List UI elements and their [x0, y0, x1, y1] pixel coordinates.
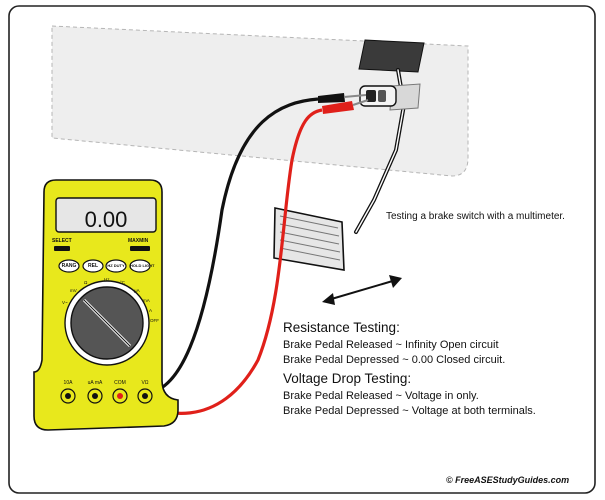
resistance-line-1: Brake Pedal Released ~ Infinity Open cir…: [283, 339, 499, 351]
maxmin-button: [130, 246, 150, 251]
multimeter: [33, 179, 179, 431]
red-probe: [322, 101, 354, 114]
dial-label-ma: mA: [143, 298, 150, 303]
rel-label: REL: [88, 263, 98, 269]
pedal-movement-arrow: [322, 275, 402, 305]
dial-label-hz: Hz: [104, 277, 110, 282]
dial-label-ohm: Ω: [84, 280, 88, 285]
black-test-lead: [142, 97, 319, 395]
hold-light-label: HOLD LIGHT: [130, 263, 155, 268]
rel-button: [82, 259, 104, 273]
dial-label-mv: mV: [70, 288, 77, 293]
meter-display: [55, 197, 157, 233]
dial-pointer-line: [83, 299, 131, 347]
dial-label-a: A: [149, 308, 153, 313]
black-probe-tip: [343, 94, 367, 98]
select-button: [54, 246, 70, 251]
meter-display-reading: 0.00: [84, 207, 128, 232]
voltage-line-2: Brake Pedal Depressed ~ Voltage at both …: [283, 405, 536, 417]
diagram-caption: Testing a brake switch with a multimeter…: [386, 211, 565, 222]
dial-label-temp: °C: [120, 280, 126, 285]
jack-label-v-ohm: VΩ: [141, 380, 149, 386]
hold-light-button: [129, 259, 151, 273]
hz-duty-label: HZ DUTY: [107, 263, 125, 268]
maxmin-label: MAXMIN: [128, 238, 149, 244]
brake-switch-terminal: [366, 90, 376, 102]
red-test-lead: [122, 108, 323, 415]
jack-label-10a: 10A: [63, 380, 73, 386]
rang-button: [58, 259, 80, 273]
rang-label: RANG: [61, 263, 77, 269]
brake-switch-plunger: [378, 90, 386, 102]
dial-label-off: OFF: [150, 318, 159, 323]
brake-pedal-assembly: [273, 39, 425, 271]
resistance-line-2: Brake Pedal Depressed ~ 0.00 Closed circ…: [283, 354, 506, 366]
jack-label-com: COM: [114, 380, 126, 386]
black-probe: [318, 93, 345, 103]
hz-duty-button: [105, 259, 127, 273]
voltage-heading: Voltage Drop Testing:: [283, 371, 412, 386]
voltage-line-1: Brake Pedal Released ~ Voltage in only.: [283, 390, 479, 402]
jack-label-ua-ma: uA mA: [87, 380, 103, 386]
resistance-heading: Resistance Testing:: [283, 320, 400, 335]
pedal-pad: [273, 207, 345, 271]
red-probe-tip: [352, 99, 369, 106]
dial-label-ua: µA: [134, 288, 140, 293]
select-label: SELECT: [52, 238, 72, 244]
dial-label-v-ac: V~: [62, 300, 68, 305]
copyright-text: © FreeASEStudyGuides.com: [446, 475, 570, 485]
pedal-mount-plate: [358, 39, 425, 73]
